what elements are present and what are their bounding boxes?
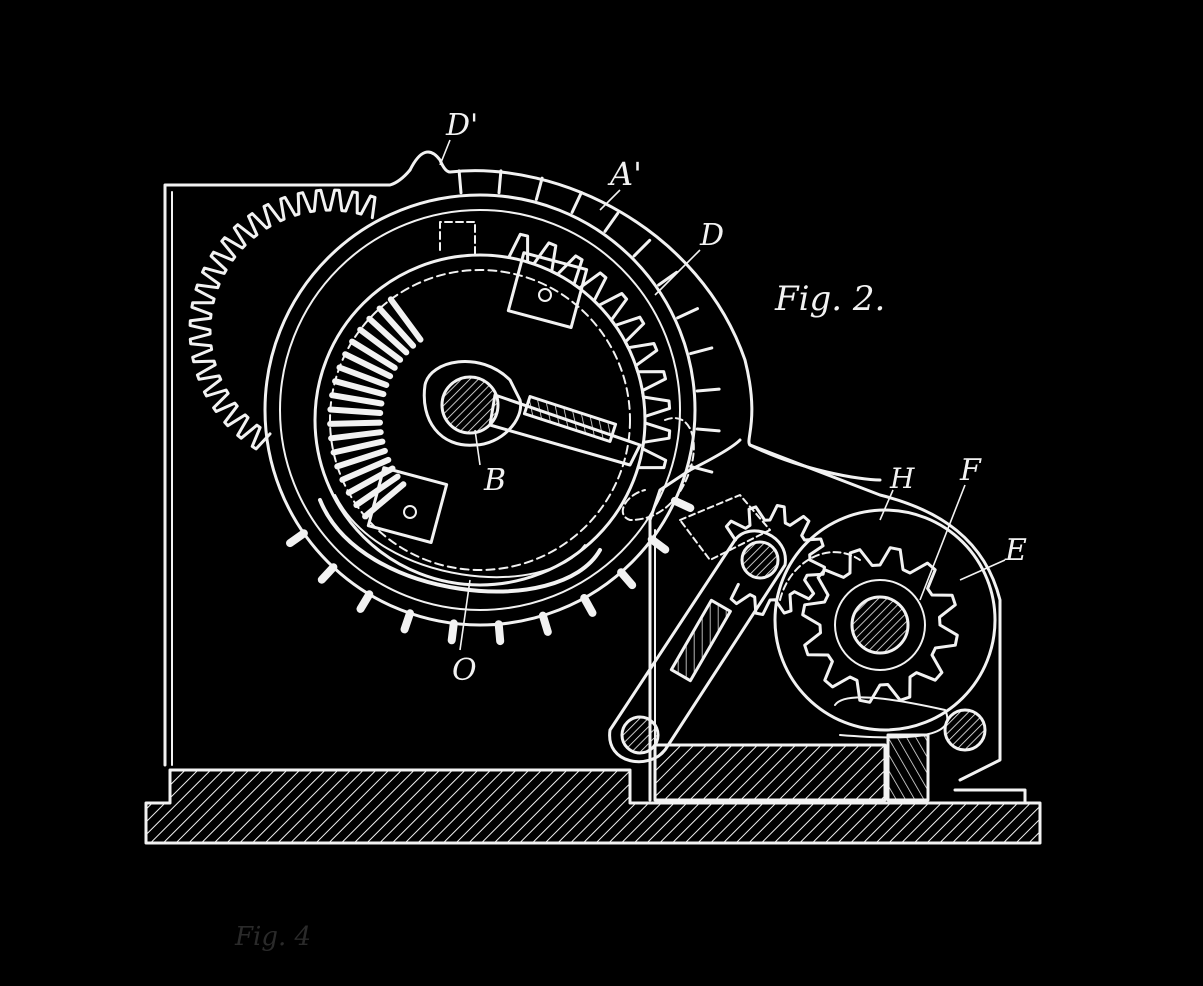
label-d: D bbox=[699, 218, 724, 253]
radial-rib bbox=[332, 378, 387, 398]
radial-rib bbox=[336, 364, 390, 388]
inner-base-block bbox=[653, 743, 887, 802]
label-d1: D' bbox=[445, 108, 478, 143]
ratchet-wheel-dashed bbox=[329, 269, 631, 571]
lower-slide-block bbox=[366, 466, 449, 545]
faint-figure-title: Fig. 4 bbox=[234, 922, 311, 952]
intermediate-gear bbox=[724, 504, 826, 616]
radial-rib bbox=[376, 305, 417, 349]
radial-rib bbox=[334, 447, 388, 470]
pawl-spring bbox=[522, 395, 618, 443]
scale-mark bbox=[632, 238, 652, 258]
housing-neck-right bbox=[748, 443, 1002, 782]
scale-mark bbox=[603, 211, 620, 233]
scale-mark bbox=[695, 427, 721, 433]
label-h: H bbox=[889, 462, 915, 495]
label-e: E bbox=[1004, 533, 1027, 568]
right-pivot bbox=[943, 708, 987, 752]
lower-block-hole bbox=[403, 505, 417, 519]
pinion-f-hub bbox=[834, 579, 926, 671]
radial-rib bbox=[366, 315, 410, 356]
shaft-b bbox=[440, 375, 500, 435]
ring-tooth bbox=[356, 590, 374, 613]
label-b: B bbox=[483, 463, 506, 498]
scale-mark bbox=[689, 346, 714, 356]
rear-gear-teeth bbox=[188, 188, 377, 451]
ring-tooth bbox=[447, 619, 458, 645]
lever-guide bbox=[679, 494, 771, 561]
radial-rib bbox=[342, 351, 394, 380]
scale-mark bbox=[534, 176, 544, 201]
radial-rib bbox=[327, 419, 383, 427]
radial-rib bbox=[339, 456, 392, 483]
label-o: O bbox=[452, 653, 477, 688]
scale-mark bbox=[695, 387, 721, 393]
label-f: F bbox=[959, 453, 982, 488]
ring-tooth bbox=[494, 620, 505, 646]
main-disc-inner bbox=[279, 209, 681, 611]
leader-lines bbox=[439, 139, 1006, 651]
radial-rib bbox=[330, 438, 386, 456]
ratchet-teeth bbox=[507, 232, 672, 470]
ring-tooth bbox=[317, 563, 338, 584]
left-casing-outline bbox=[163, 168, 412, 767]
ring-tooth bbox=[286, 529, 308, 548]
bottom-spring bbox=[886, 733, 930, 802]
ring-tooth bbox=[670, 496, 695, 512]
radial-rib bbox=[387, 296, 424, 343]
scale-mark bbox=[497, 169, 503, 195]
hub-cam bbox=[422, 360, 523, 447]
radial-rib bbox=[329, 392, 385, 407]
pinion-f-teeth bbox=[801, 546, 959, 704]
shaft-f bbox=[850, 595, 910, 655]
lever-arm bbox=[608, 529, 787, 764]
upper-block-hole bbox=[538, 288, 552, 302]
lower-ring-teeth bbox=[286, 496, 695, 646]
ring-tooth bbox=[400, 609, 414, 634]
scale-mark bbox=[657, 270, 679, 287]
scale-mark bbox=[676, 307, 699, 320]
lever-top-pin bbox=[740, 540, 780, 580]
pawl-arm bbox=[488, 393, 642, 467]
scale-mark bbox=[689, 464, 714, 474]
radial-rib bbox=[327, 406, 384, 416]
main-disc-outer bbox=[263, 193, 697, 627]
ratchet-tooth-run bbox=[507, 232, 672, 470]
scale-mark bbox=[457, 169, 463, 195]
lower-arc-slot bbox=[318, 498, 602, 594]
ring-tooth bbox=[538, 611, 552, 636]
radial-rib bbox=[345, 465, 396, 496]
dashed-catch bbox=[621, 417, 695, 521]
ring-tooth bbox=[647, 535, 670, 554]
rear-gear-tooth-run bbox=[188, 188, 377, 451]
pinion-tooth-run bbox=[801, 546, 959, 704]
upper-slide-block bbox=[506, 251, 589, 330]
ring-tooth bbox=[617, 568, 637, 590]
ring-tooth bbox=[580, 594, 597, 617]
scale-mark bbox=[570, 191, 583, 214]
radial-rib bbox=[349, 338, 398, 371]
lower-arc-slot-inner bbox=[334, 494, 586, 579]
stop-lug bbox=[439, 221, 476, 256]
radial-ribs bbox=[327, 296, 424, 520]
base-plate bbox=[144, 768, 1042, 845]
reference-letters: D' A' D B O H F E Fig. 2. Fig. 4 bbox=[234, 108, 1027, 952]
radial-rib bbox=[357, 326, 404, 363]
figure-title: Fig. 2. bbox=[774, 279, 885, 319]
lever-spring bbox=[669, 598, 732, 683]
intermediate-tooth-run bbox=[724, 504, 826, 616]
radial-rib bbox=[328, 429, 384, 442]
right-link bbox=[834, 696, 949, 739]
lever-pivot bbox=[620, 715, 660, 755]
intermediate-gear-dashed bbox=[779, 551, 861, 601]
label-a1: A' bbox=[607, 155, 642, 193]
outer-scale-marks bbox=[457, 169, 721, 474]
base-step-right bbox=[953, 788, 1027, 805]
